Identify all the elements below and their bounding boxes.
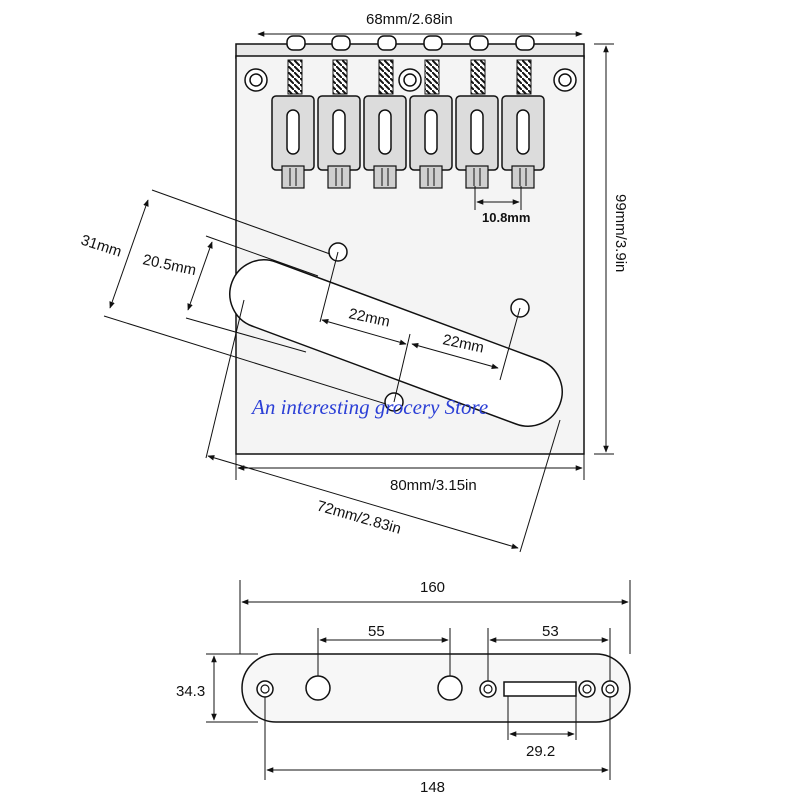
switch-slot xyxy=(503,681,577,697)
control-plate xyxy=(241,653,631,740)
control-plate-spacing-left-label: 55 xyxy=(368,623,385,640)
control-plate-dimension-lines xyxy=(206,580,631,780)
saddle xyxy=(363,95,407,189)
control-plate-height-label: 34.3 xyxy=(176,683,205,700)
bridge-diagonal-label: 72mm/2.83in xyxy=(315,498,403,538)
intonation-springs xyxy=(287,59,532,95)
control-plate-outline xyxy=(241,653,631,723)
control-plate-spacing-right-label: 53 xyxy=(542,623,559,640)
saddle xyxy=(409,95,453,189)
store-watermark: An interesting grocery Store xyxy=(250,395,488,419)
bridge-plate xyxy=(229,35,585,455)
bridge-bottom-width-label: 80mm/3.15in xyxy=(390,477,477,494)
intonation-screw-heads xyxy=(286,35,535,51)
bridge-top-width-label: 68mm/2.68in xyxy=(366,11,453,28)
bridge-height-label: 99mm/3.9in xyxy=(612,194,629,272)
saddle xyxy=(317,95,361,189)
hole-spacing-31-label: 31mm xyxy=(79,232,124,261)
saddle xyxy=(455,95,499,189)
control-plate-holes xyxy=(256,675,619,701)
saddles xyxy=(271,95,545,189)
control-plate-overall-label: 160 xyxy=(420,579,445,596)
control-plate-slot-label: 29.2 xyxy=(526,743,555,760)
bridge-dimension-lines xyxy=(103,31,614,553)
saddle-spacing-label: 10.8mm xyxy=(482,210,530,225)
hole-spacing-20-5-label: 20.5mm xyxy=(141,251,198,279)
saddle xyxy=(501,95,545,189)
bridge-mounting-holes xyxy=(244,68,577,92)
control-plate-inner-label: 148 xyxy=(420,779,445,796)
saddle xyxy=(271,95,315,189)
